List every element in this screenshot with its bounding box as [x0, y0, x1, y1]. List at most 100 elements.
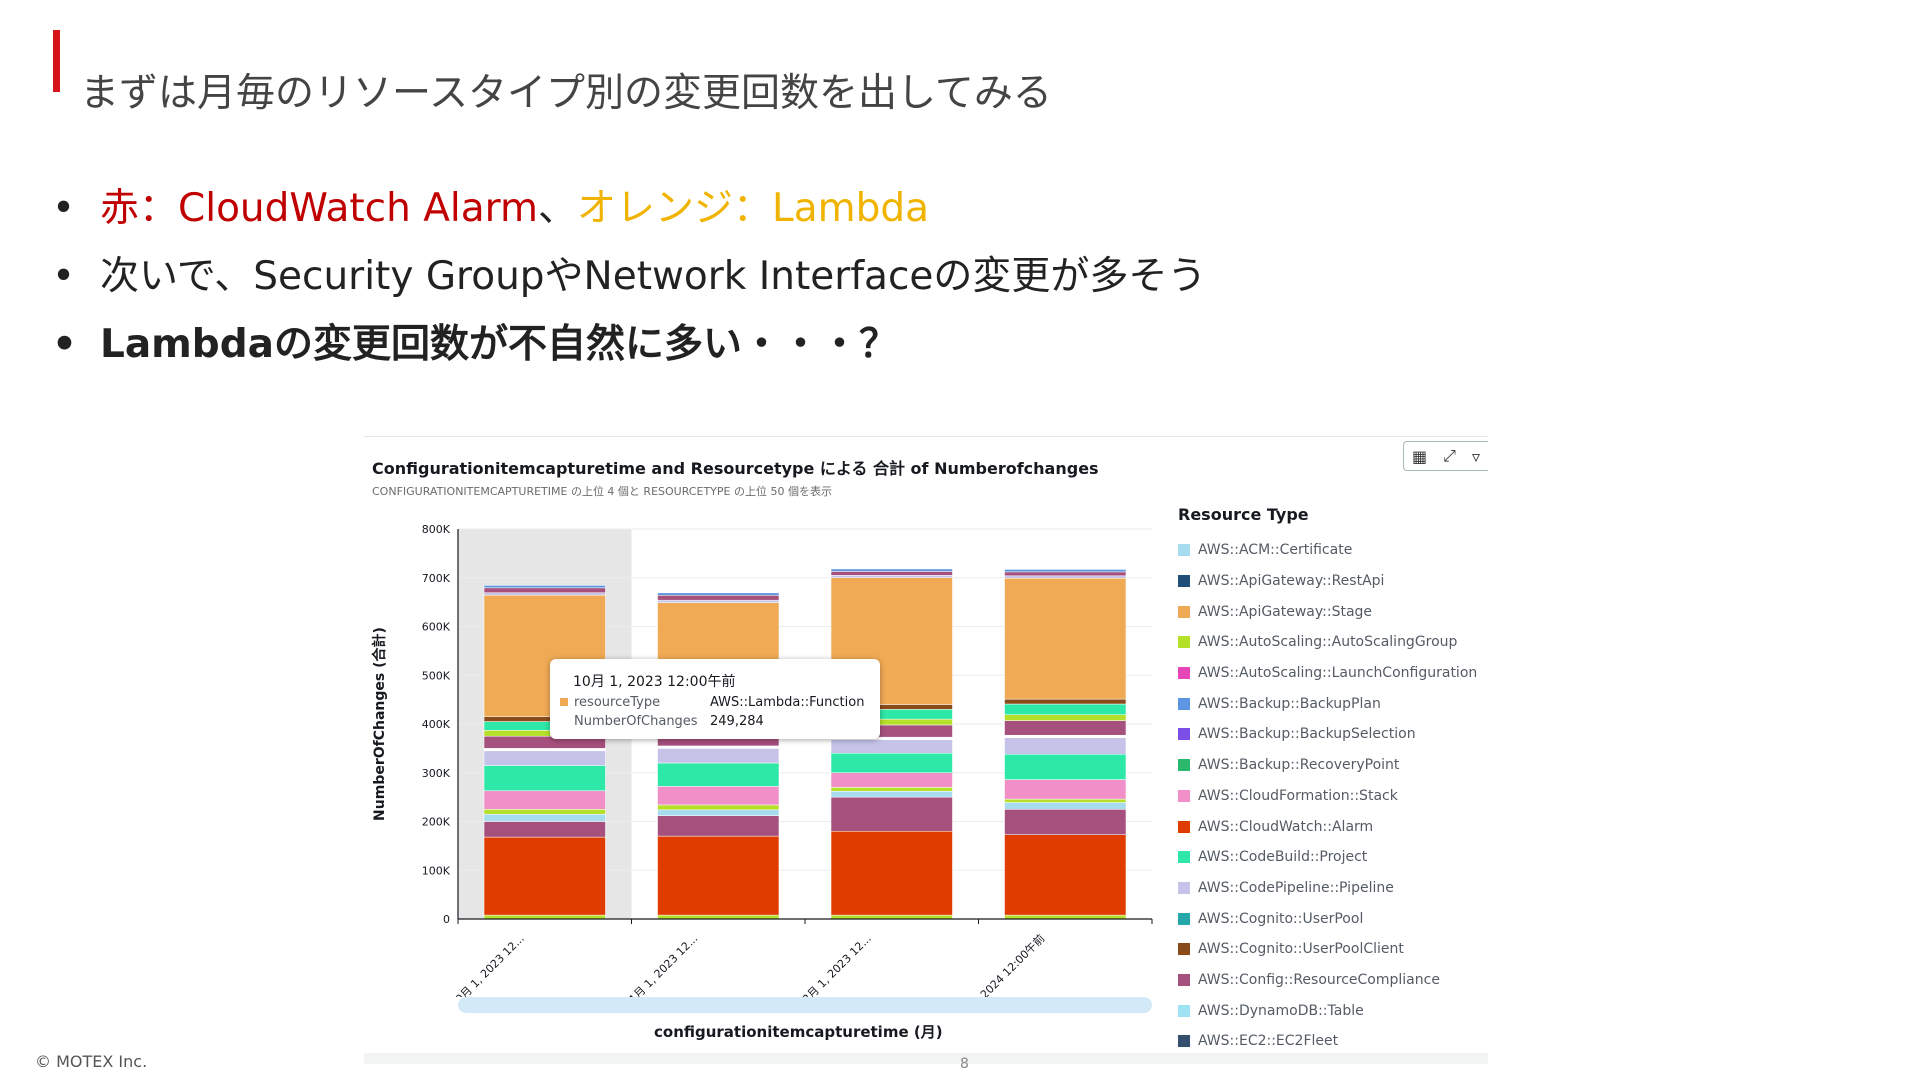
bullet-text: Lambdaの変更回数が不自然に多い・・・？: [100, 322, 898, 367]
bullet-list: • 赤：CloudWatch Alarm、オレンジ：Lambda • 次いで、S…: [52, 175, 1206, 379]
bar-segment: [657, 786, 780, 806]
bar-segment: [830, 739, 953, 754]
bar-segment: [483, 587, 606, 593]
legend-label: AWS::Cognito::UserPoolClient: [1198, 941, 1404, 958]
legend-swatch: [1178, 851, 1190, 864]
bar-segment: [830, 787, 953, 792]
bar-segment: [1004, 714, 1127, 721]
legend-swatch: [1178, 728, 1190, 741]
bullet-text: 次いで、Security GroupやNetwork Interfaceの変更が…: [100, 254, 1207, 299]
bar-segment: [1004, 703, 1127, 715]
bar-segment: [1004, 720, 1127, 736]
bar-segment: [483, 809, 606, 815]
legend-item[interactable]: AWS::Cognito::UserPool: [1178, 903, 1477, 934]
x-axis-title: configurationitemcapturetime (月): [654, 1023, 943, 1041]
chart-panel: Configurationitemcapturetime and Resourc…: [364, 436, 1488, 1065]
tooltip-row1-value: AWS::Lambda::Function: [710, 695, 865, 710]
bar-segment: [657, 762, 780, 787]
bar-segment: [830, 772, 953, 788]
legend-label: AWS::Backup::BackupPlan: [1198, 695, 1381, 712]
y-tick-label: 300K: [422, 767, 451, 780]
expand-icon[interactable]: ⤢: [1443, 446, 1456, 465]
legend-item[interactable]: AWS::Backup::BackupSelection: [1178, 719, 1477, 750]
footer-copyright: © MOTEX Inc.: [35, 1052, 148, 1071]
bar-segment: [483, 790, 606, 810]
legend-item[interactable]: AWS::AutoScaling::AutoScalingGroup: [1178, 627, 1477, 658]
x-tick-label: 1月 1, 2024 12:00午前: [952, 931, 1047, 997]
chart-toolbar: ▦ ⤢ ▿: [1403, 441, 1488, 471]
legend-item[interactable]: AWS::ApiGateway::RestApi: [1178, 566, 1477, 597]
x-axis-range-slider[interactable]: [458, 997, 1152, 1013]
legend-item[interactable]: AWS::EC2::EC2Fleet: [1178, 1026, 1477, 1057]
y-tick-label: 600K: [422, 621, 451, 634]
bar-segment: [1004, 698, 1127, 705]
legend-item[interactable]: AWS::CloudWatch::Alarm: [1178, 811, 1477, 842]
legend-label: AWS::CodeBuild::Project: [1198, 849, 1368, 866]
bar-segment: [657, 809, 780, 816]
bar-segment: [1004, 753, 1127, 780]
tooltip-swatch: [560, 698, 568, 706]
bar-segment: [1004, 737, 1127, 755]
bar-segment: [1004, 798, 1127, 803]
tooltip-row2-value: 249,284: [710, 714, 764, 729]
x-tick-label: 11月 1, 2023 12...: [622, 932, 701, 997]
legend-label: AWS::EC2::EC2Fleet: [1198, 1033, 1339, 1050]
bar-segment: [657, 835, 780, 916]
insights-icon[interactable]: ▦: [1412, 446, 1428, 466]
y-tick-label: 200K: [422, 816, 451, 829]
legend-swatch: [1178, 575, 1190, 588]
filter-icon[interactable]: ▿: [1471, 446, 1480, 466]
bar-segment: [657, 595, 780, 601]
legend-swatch: [1178, 973, 1190, 986]
legend-item[interactable]: AWS::Backup::RecoveryPoint: [1178, 750, 1477, 781]
legend-item[interactable]: AWS::CodeBuild::Project: [1178, 842, 1477, 873]
chart-title: Configurationitemcapturetime and Resourc…: [372, 459, 1099, 478]
legend-swatch: [1178, 912, 1190, 925]
legend-item[interactable]: AWS::ACM::Certificate: [1178, 535, 1477, 566]
legend-item[interactable]: AWS::CloudFormation::Stack: [1178, 781, 1477, 812]
legend-swatch: [1178, 636, 1190, 649]
chart-subtitle: CONFIGURATIONITEMCAPTURETIME の上位 4 個と RE…: [372, 485, 832, 498]
bar-segment: [830, 568, 953, 572]
legend-label: AWS::DynamoDB::Table: [1198, 1002, 1364, 1019]
bullet-item-security: • 次いで、Security GroupやNetwork Interfaceの変…: [52, 243, 1206, 311]
bar-segment: [1004, 569, 1127, 573]
bullet-item-lambda: • Lambdaの変更回数が不自然に多い・・・？: [52, 311, 1206, 379]
bar-segment: [830, 831, 953, 916]
legend-item[interactable]: AWS::ApiGateway::Stage: [1178, 596, 1477, 627]
y-tick-label: 400K: [422, 718, 451, 731]
bullet-item-colors: • 赤：CloudWatch Alarm、オレンジ：Lambda: [52, 175, 1206, 243]
title-accent-bar: [53, 30, 60, 92]
bullet-orange-text: オレンジ：Lambda: [577, 186, 930, 231]
legend-item[interactable]: AWS::AutoScaling::LaunchConfiguration: [1178, 658, 1477, 689]
legend-label: AWS::ACM::Certificate: [1198, 542, 1353, 559]
bar-segment: [830, 796, 953, 832]
bar-segment: [483, 592, 606, 596]
legend-label: AWS::AutoScaling::AutoScalingGroup: [1198, 634, 1458, 651]
bar-segment: [1004, 809, 1127, 835]
bar-segment: [657, 815, 780, 837]
bar-segment: [483, 821, 606, 838]
legend-label: AWS::CodePipeline::Pipeline: [1198, 879, 1394, 896]
bar-segment: [1004, 577, 1127, 700]
legend-swatch: [1178, 605, 1190, 618]
bullet-separator: 、: [537, 186, 577, 231]
bar-segment: [657, 745, 780, 749]
legend-item[interactable]: AWS::CodePipeline::Pipeline: [1178, 873, 1477, 904]
y-tick-label: 0: [443, 913, 450, 926]
bar-segment: [830, 753, 953, 773]
x-tick-label: 12月 1, 2023 12...: [795, 932, 874, 997]
legend-label: AWS::Config::ResourceCompliance: [1198, 971, 1440, 988]
legend-item[interactable]: AWS::Config::ResourceCompliance: [1178, 965, 1477, 996]
bar-segment: [1004, 571, 1127, 577]
bar-segment: [1004, 802, 1127, 810]
legend-item[interactable]: AWS::Backup::BackupPlan: [1178, 688, 1477, 719]
bullet-marker: •: [52, 254, 76, 299]
legend-label: AWS::CloudFormation::Stack: [1198, 787, 1398, 804]
legend-item[interactable]: AWS::DynamoDB::Table: [1178, 995, 1477, 1026]
chart-tooltip: 10月 1, 2023 12:00午前 resourceType AWS::La…: [550, 659, 880, 739]
legend-label: AWS::Backup::BackupSelection: [1198, 726, 1416, 743]
legend-item[interactable]: AWS::Cognito::UserPoolClient: [1178, 934, 1477, 965]
legend-swatch: [1178, 789, 1190, 802]
